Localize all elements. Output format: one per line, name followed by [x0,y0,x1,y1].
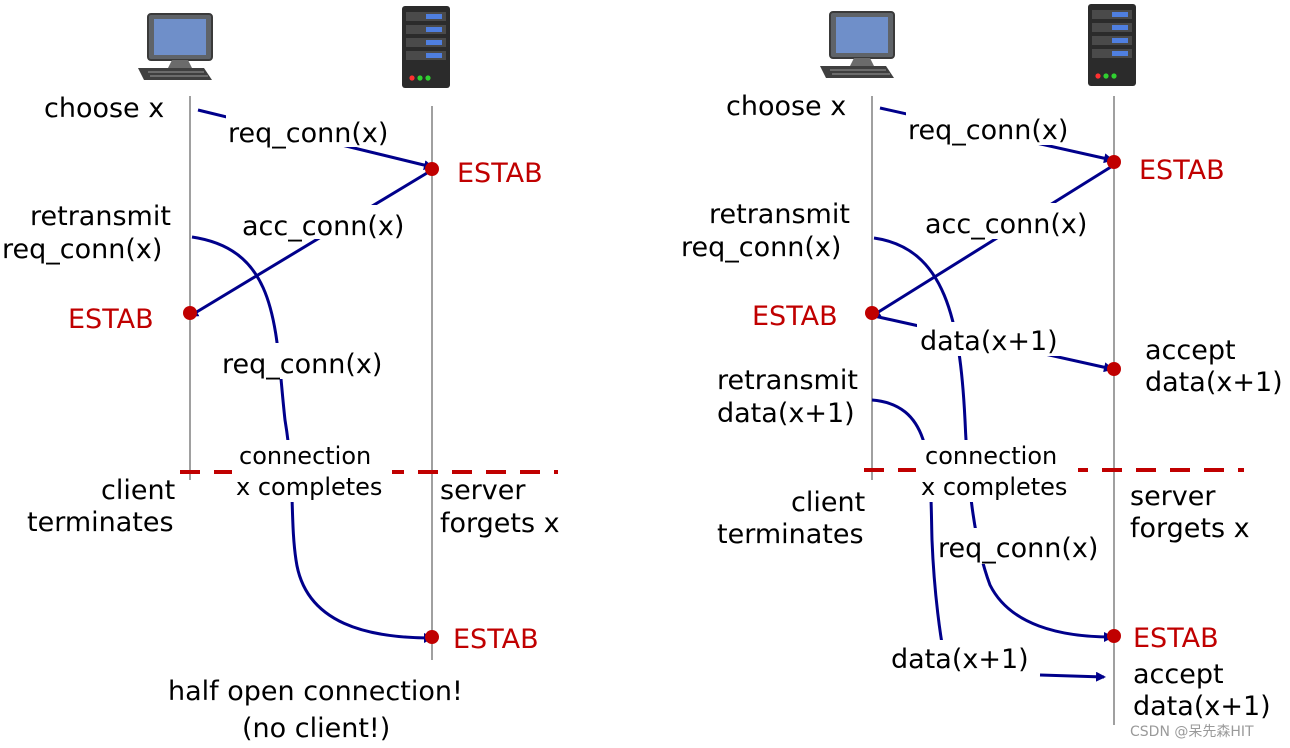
acc-conn-arrow [188,168,433,318]
data-label: data(x+1) [920,326,1058,357]
accept-final-label: accept [1133,659,1224,690]
label-backdrop [916,440,1078,502]
label-backdrop [226,113,402,147]
label-backdrop [888,640,1036,676]
server-final-estab-label: ESTAB [1133,623,1219,654]
server-tower-icon [402,6,450,88]
server-forgets-label: server [440,475,526,506]
retransmit-label: retransmit [709,199,850,230]
req-conn-retransmit-label: req_conn(x) [938,533,1098,564]
label-backdrop [935,528,1113,564]
client-terminates-label-2: terminates [27,507,174,538]
label-backdrop [240,205,416,239]
server-forgets-label-2: forgets x [1130,513,1250,544]
connection-completes-label: connection [239,442,371,470]
label-backdrop [922,203,1100,239]
client-terminates-label: client [791,487,865,518]
client-estab-dot [183,306,197,320]
data-final-label: data(x+1) [891,644,1029,675]
label-backdrop [220,343,398,379]
accept-label: accept [1145,335,1236,366]
client-estab-label: ESTAB [68,304,154,335]
desktop-computer-icon [820,11,895,78]
server-estab-label: ESTAB [457,158,543,189]
retransmit-req-arrow [191,235,434,643]
connection-completes-label: connection [925,442,1057,470]
accept-data-label: data(x+1) [1145,367,1283,398]
client-terminates-label-2: terminates [717,519,864,550]
server-estab-dot [425,162,439,176]
desktop-computer-icon [138,13,213,80]
server-estab-label: ESTAB [1139,155,1225,186]
req-conn-label: req_conn(x) [228,118,388,149]
choose-x-label: choose x [44,93,164,124]
label-backdrop [232,440,392,502]
no-client-caption: (no client!) [242,713,390,744]
watermark: CSDN @呆先森HIT [1130,724,1254,740]
acc-conn-label: acc_conn(x) [242,211,404,242]
client-estab-dot [865,306,879,320]
acc-conn-label: acc_conn(x) [925,209,1087,240]
label-backdrop [917,322,1065,356]
accept-final-data-label: data(x+1) [1133,691,1271,722]
server-final-estab-dot [425,630,439,644]
retransmit-req-label: req_conn(x) [2,234,162,265]
half-open-caption: half open connection! [168,676,463,707]
left-scenario: choose x req_conn(x) ESTAB retransmit re… [2,6,560,744]
server-tower-icon [1088,4,1136,86]
acc-conn-arrow [870,163,1115,318]
right-scenario: choose x req_conn(x) ESTAB retransmit re… [681,4,1283,725]
server-final-estab-label: ESTAB [453,624,539,655]
label-backdrop [906,111,1082,145]
retransmit-data-label-2: data(x+1) [717,398,855,429]
retransmit-req-arrow [873,236,1114,642]
connection-completes-label-2: x completes [236,473,382,501]
retransmit-label: retransmit [30,201,171,232]
server-forgets-label: server [1130,481,1216,512]
req-conn-label: req_conn(x) [908,115,1068,146]
retransmit-req-label: req_conn(x) [681,232,841,263]
data-final-arrow [1039,671,1106,682]
req-conn-retransmit-label: req_conn(x) [222,349,382,380]
retransmit-data-label: retransmit [717,365,858,396]
choose-x-label: choose x [726,91,846,122]
server-forgets-label-2: forgets x [440,508,560,539]
retransmit-data-arrow [871,398,950,676]
server-estab-dot [1107,155,1121,169]
server-final-estab-dot [1107,629,1121,643]
client-terminates-label: client [101,475,175,506]
connection-completes-label-2: x completes [921,473,1067,501]
client-estab-label: ESTAB [752,301,838,332]
server-accept-dot [1107,362,1121,376]
